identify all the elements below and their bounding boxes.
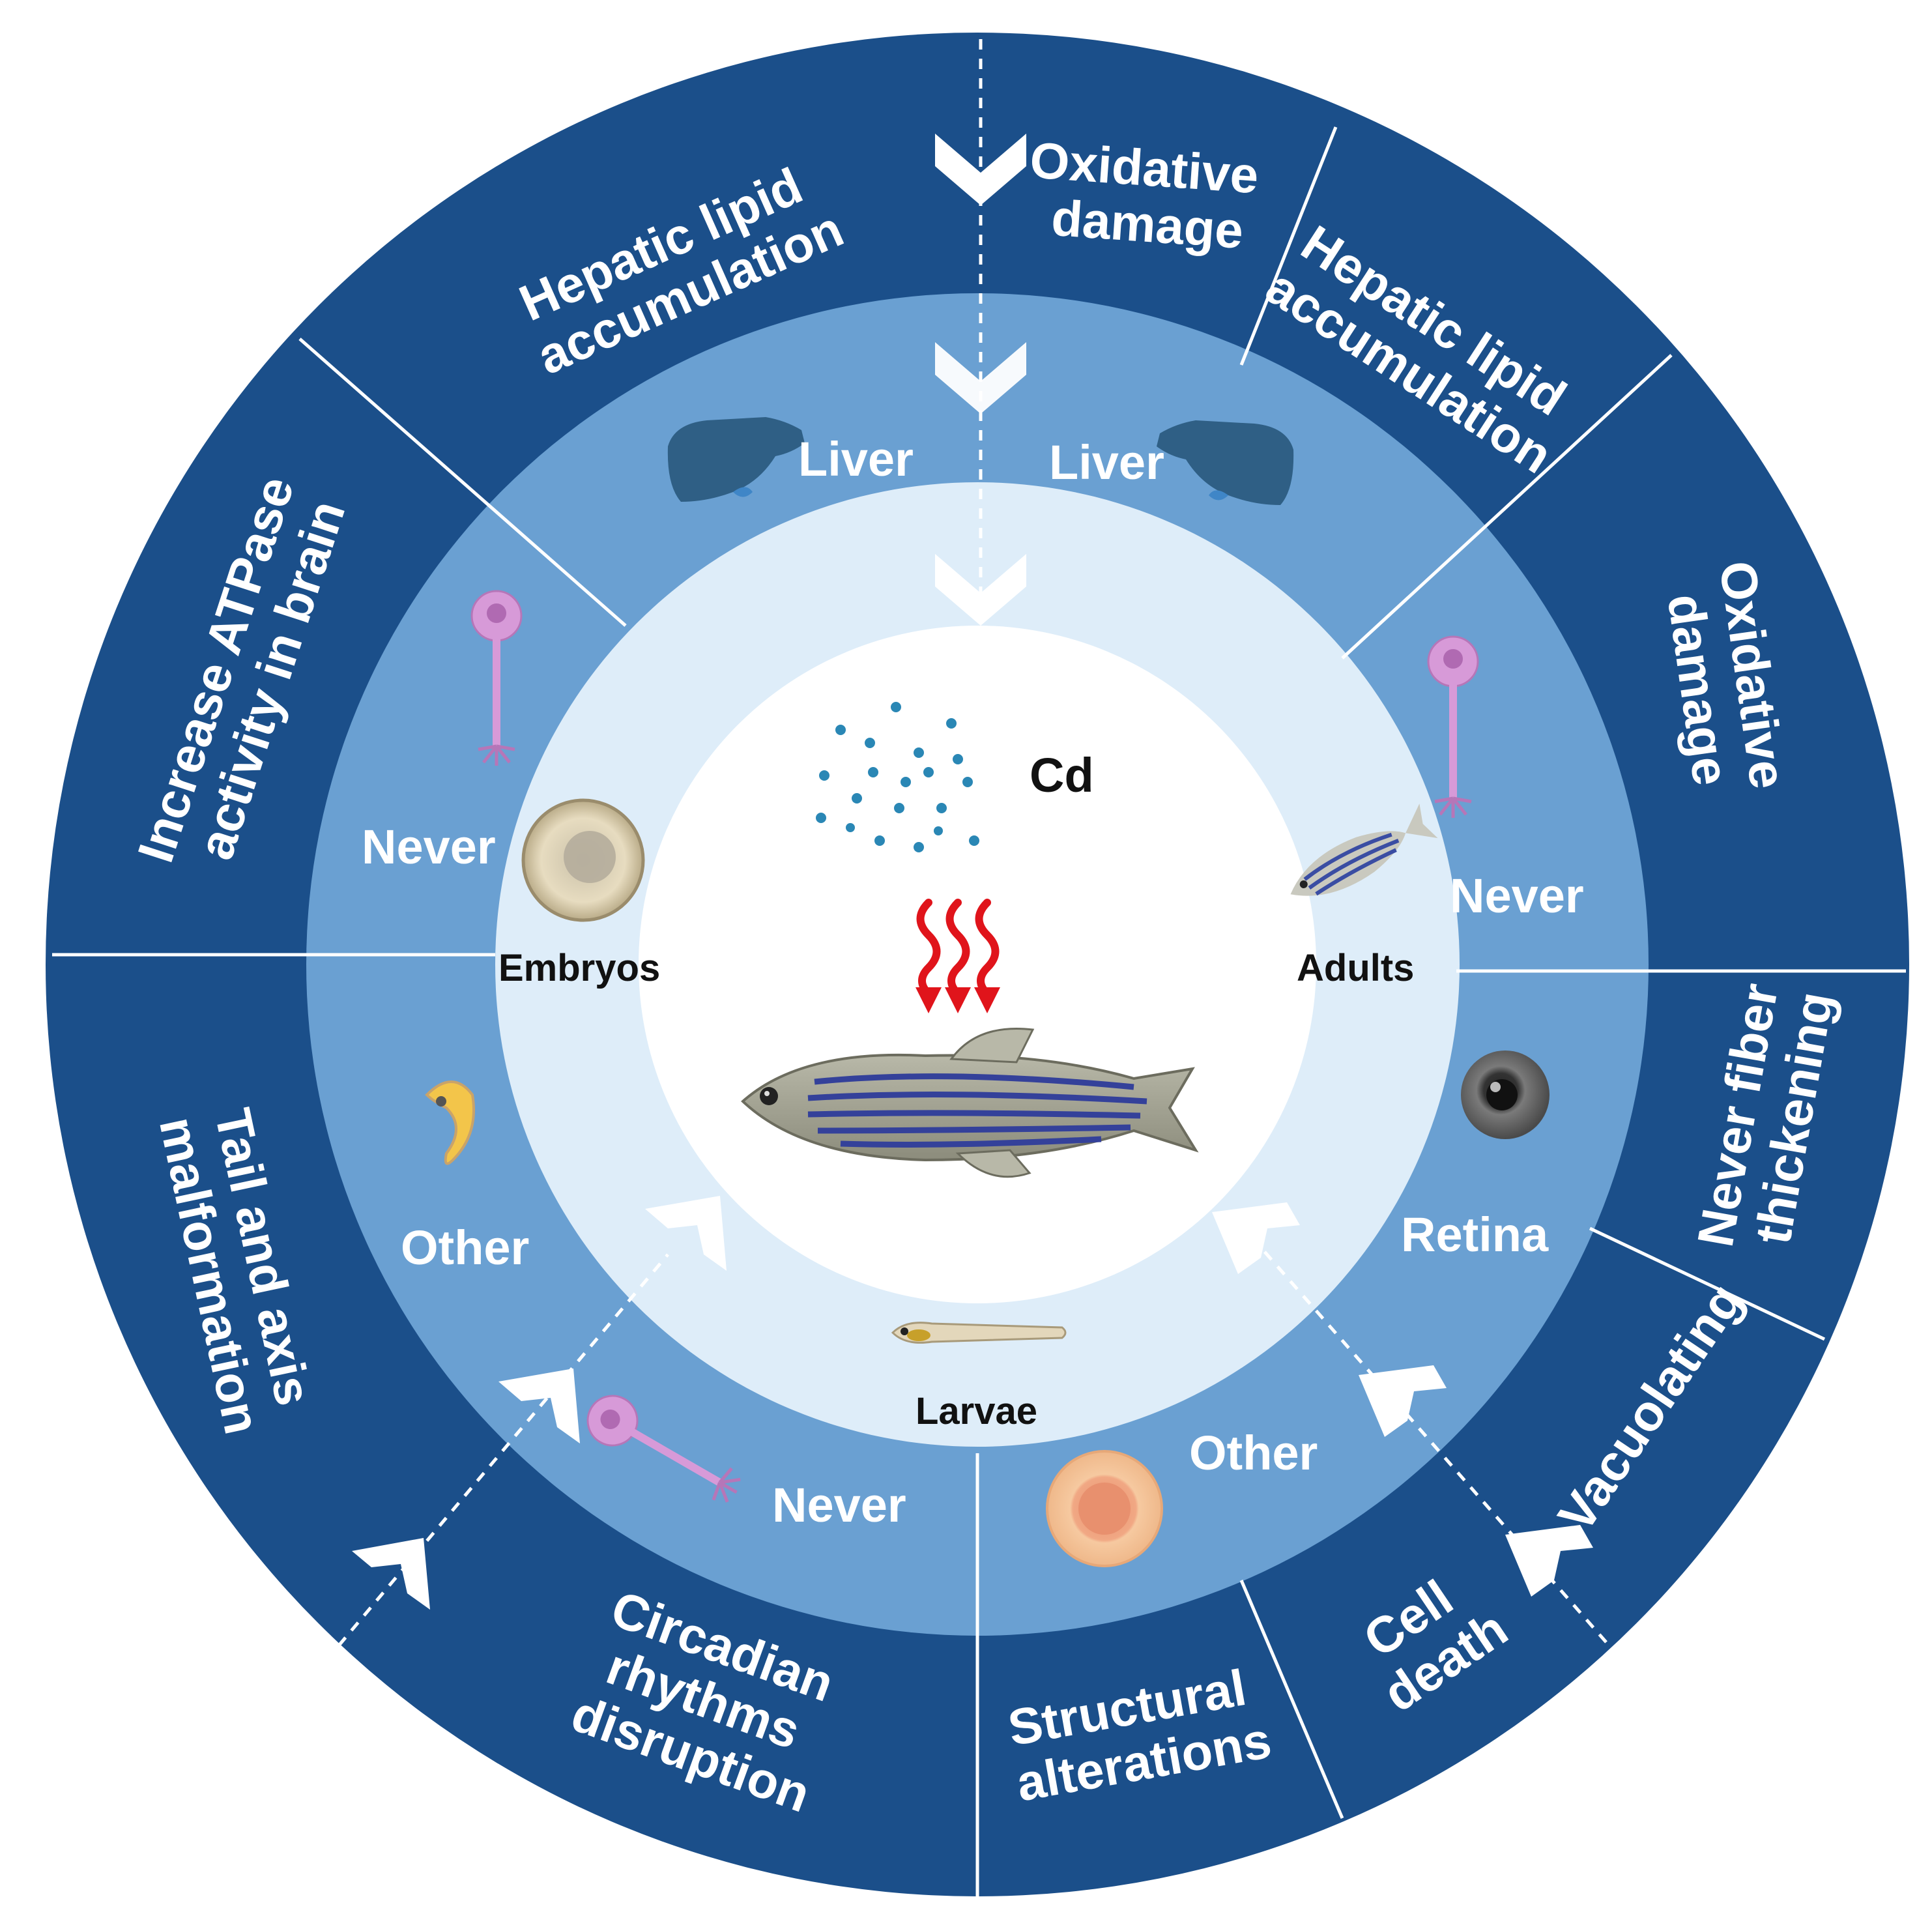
zebrafish-icon <box>741 1027 1199 1178</box>
chevron-icon <box>935 134 1026 205</box>
liver-icon <box>667 417 805 502</box>
label-never-bottom: Never <box>772 1478 906 1532</box>
label-cd: Cd <box>1030 748 1094 802</box>
chevron-icon <box>1212 1202 1300 1274</box>
chevron-icon <box>352 1538 430 1610</box>
cd-particles-icon <box>816 702 979 852</box>
label-never-left: Never <box>362 820 496 874</box>
label-oxidative-top: Oxidative damage <box>1024 131 1275 261</box>
label-liver-right: Liver <box>1049 435 1164 489</box>
curled-larva-icon <box>425 1080 475 1165</box>
cell-icon <box>1046 1450 1163 1567</box>
heat-arrow-icon <box>916 899 1000 998</box>
chevron-icon <box>935 342 1026 414</box>
chevron-icon <box>498 1369 580 1443</box>
label-other-bottom: Other <box>1189 1426 1318 1480</box>
label-larvae: Larvae <box>916 1390 1037 1432</box>
label-adults: Adults <box>1297 947 1414 989</box>
neuron-icon <box>586 1395 741 1503</box>
chevron-icon <box>935 554 1026 626</box>
chevron-icon <box>645 1196 727 1271</box>
chevron-icon <box>1505 1525 1593 1597</box>
neuron-icon <box>1427 635 1479 818</box>
larva-icon <box>891 1322 1067 1344</box>
heat-arrow-heads <box>916 987 1000 1013</box>
adult-zebrafish-icon <box>1290 804 1438 896</box>
label-retina: Retina <box>1401 1208 1549 1262</box>
outer-dividers <box>52 126 1906 1898</box>
embryo-icon <box>521 798 645 922</box>
liver-icon <box>1157 420 1294 505</box>
chevron-icon <box>1359 1365 1447 1437</box>
eye-icon <box>1461 1050 1550 1139</box>
core-circle <box>639 626 1316 1303</box>
label-other-left: Other <box>401 1221 529 1275</box>
chevron-icons <box>352 134 1593 1610</box>
neuron-icon <box>470 590 523 766</box>
label-liver-left: Liver <box>798 432 914 486</box>
label-embryos: Embryos <box>498 947 660 989</box>
label-never-right: Never <box>1450 869 1584 923</box>
